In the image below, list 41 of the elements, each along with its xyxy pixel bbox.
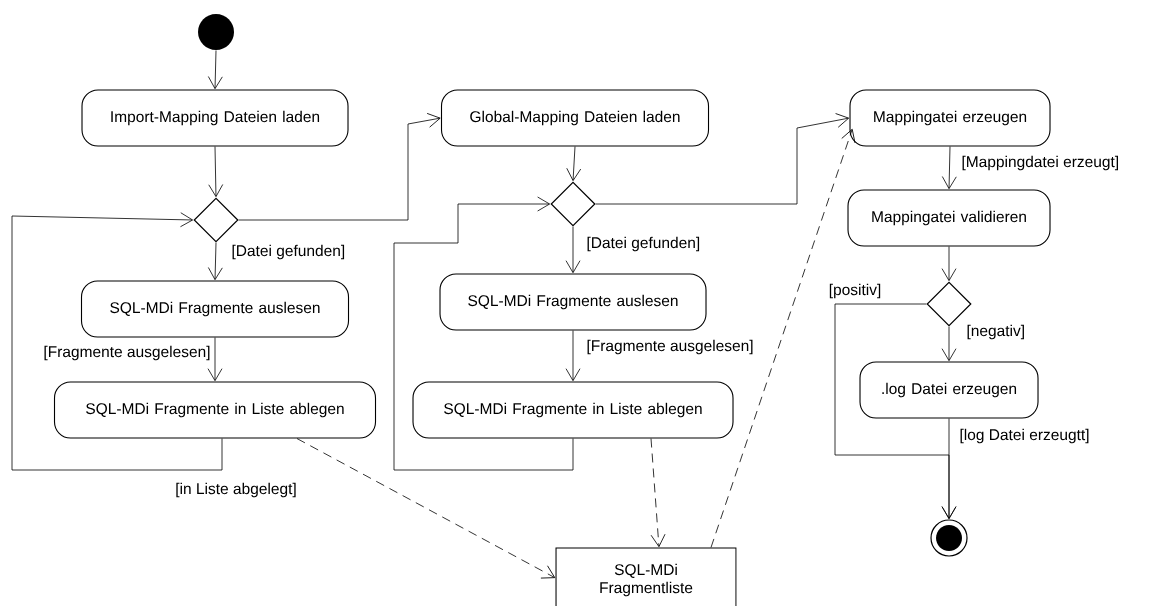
- arrow: [296, 438, 556, 579]
- action-box: SQL-MDi Fragmente auslesen: [80, 280, 350, 338]
- arrow: [207, 242, 223, 281]
- action-box: SQL-MDi Fragmente in Liste ablegen: [412, 381, 734, 439]
- action-box: SQL-MDi Fragmente auslesen: [439, 273, 707, 331]
- edge-label: [Mappingdatei erzeugt]: [960, 154, 1121, 172]
- arrow: [393, 196, 574, 471]
- arrow: [565, 330, 581, 382]
- action-box: .log Datei erzeugen: [859, 361, 1039, 419]
- edge-label: [Datei gefunden]: [585, 235, 702, 253]
- arrow: [565, 226, 581, 274]
- arrow: [207, 337, 223, 382]
- arrow: [238, 113, 441, 221]
- arrow: [941, 146, 957, 190]
- edge-label: [Fragmente ausgelesen]: [585, 338, 755, 356]
- action-box: Mappingatei validieren: [847, 189, 1051, 247]
- edge-label: [Fragmente ausgelesen]: [42, 344, 212, 362]
- arrow: [941, 326, 957, 362]
- edge-label: [positiv]: [827, 282, 883, 300]
- arrow: [595, 113, 850, 205]
- edge-label: [negativ]: [965, 323, 1027, 341]
- action-box: SQL-MDi Fragmente in Liste ablegen: [53, 381, 377, 439]
- decision-diamond: [193, 197, 239, 243]
- arrow: [566, 146, 582, 181]
- action-box: Global-Mapping Dateien laden: [440, 89, 710, 147]
- arrow: [941, 418, 957, 519]
- arrow: [710, 128, 856, 548]
- arrow: [11, 212, 223, 471]
- action-box: Import-Mapping Dateien laden: [81, 89, 349, 147]
- arrow: [207, 50, 223, 90]
- arrow: [650, 438, 666, 548]
- arrow: [208, 146, 224, 197]
- object-box: SQL-MDi Fragmentliste: [555, 547, 737, 606]
- edge-label: [Datei gefunden]: [230, 243, 347, 261]
- final-node: [930, 519, 968, 557]
- decision-diamond: [550, 181, 596, 227]
- edge-label: [log Datei erzeugtt]: [958, 427, 1091, 445]
- action-box: Mappingatei erzeugen: [849, 89, 1051, 147]
- arrow: [941, 246, 957, 281]
- edge-label: [in Liste abgelegt]: [174, 481, 298, 499]
- initial-node: [198, 14, 234, 50]
